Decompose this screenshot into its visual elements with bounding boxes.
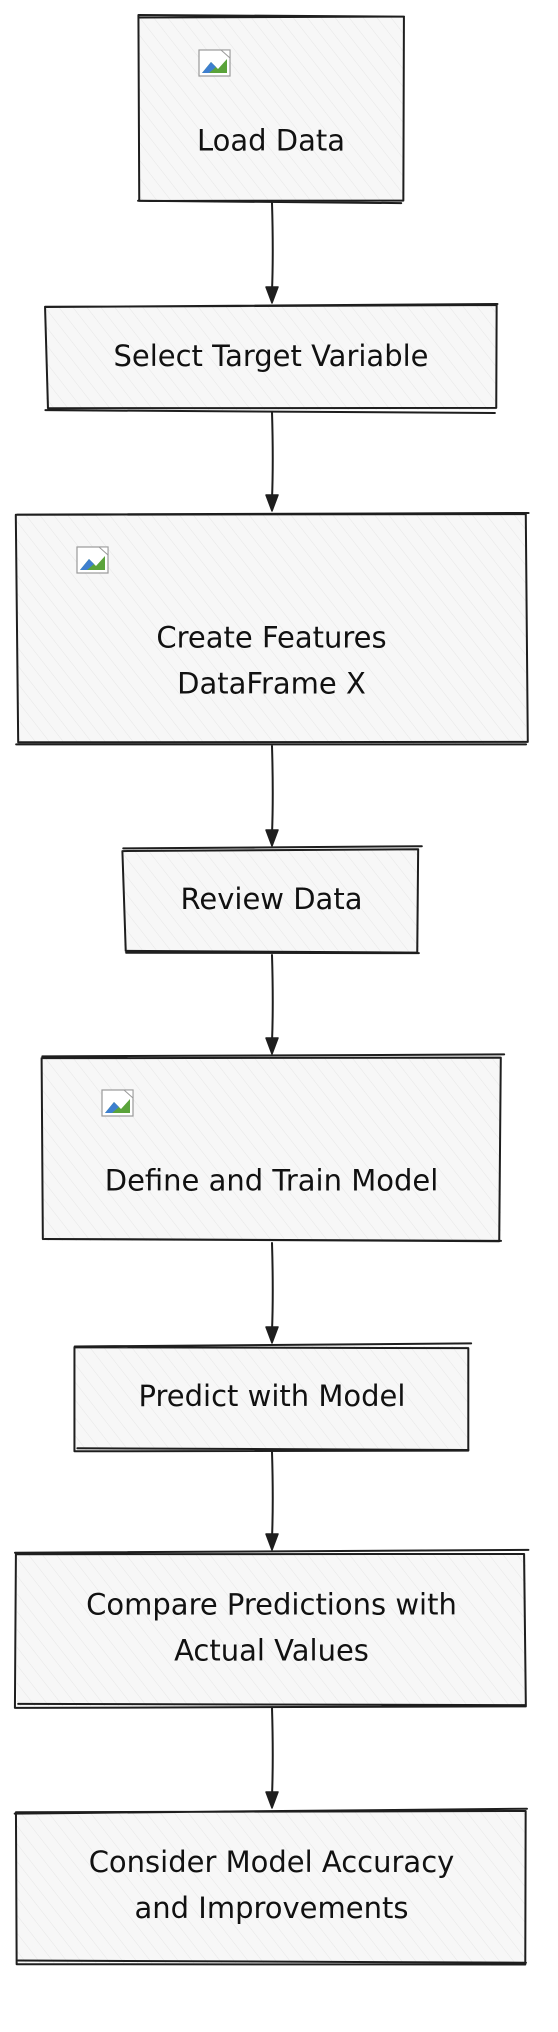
node-review-data: Review Data [121,845,423,955]
edge-line [271,954,274,1043]
edge-select-target-variable-to-create-features [265,411,279,512]
broken-image-icon [76,546,109,574]
node-hatch [124,849,419,953]
arrowhead-icon [265,1326,279,1344]
node-select-target-variable: Select Target Variable [44,302,499,414]
arrowhead-icon [265,286,279,304]
broken-image-icon [101,1089,134,1117]
arrowhead-icon [265,494,279,512]
node-label-line: Review Data [181,882,363,916]
node-label-line: Define and Train Model [105,1164,439,1198]
node-load-data: Load Data [137,13,406,205]
arrowhead-icon [265,1533,279,1551]
node-border [14,511,530,746]
node-define-train-model: Define and Train Model [40,1053,506,1243]
node-label-line: and Improvements [135,1891,409,1925]
edge-line [271,745,274,835]
node-label-line: Predict with Model [139,1379,406,1413]
node-border [121,845,423,955]
broken-image-icon [198,49,231,77]
node-predict-with-model: Predict with Model [73,1342,473,1453]
node-border [13,1548,530,1709]
node-label-line: Create Features [156,621,386,655]
edge-line [271,411,274,500]
edge-predict-with-model-to-compare-predictions [265,1451,279,1551]
edge-review-data-to-define-train-model [265,954,279,1055]
edge-line [271,202,274,292]
node-border [40,1053,506,1243]
arrowhead-icon [265,1791,279,1809]
node-border [73,1342,473,1453]
edge-line [271,1451,274,1539]
node-consider-accuracy: Consider Model Accuracy and Improvements [13,1807,528,1966]
node-border [44,302,499,414]
arrowhead-icon [265,829,279,847]
node-hatch [75,1346,469,1450]
node-label-line: DataFrame X [177,667,366,701]
node-label-line: Actual Values [174,1634,369,1668]
node-hatch [46,306,496,410]
edge-load-data-to-select-target-variable [265,202,279,304]
node-hatch [42,1057,501,1241]
node-label-line: Consider Model Accuracy [89,1845,455,1879]
node-border [13,1807,528,1966]
node-label-line: Load Data [197,124,345,158]
edge-line [271,1707,274,1797]
node-label-line: Select Target Variable [113,339,428,373]
node-hatch [17,1553,526,1706]
node-hatch [17,1811,526,1963]
edge-create-features-to-review-data [265,745,279,847]
edges-layer [265,202,279,1809]
node-label-line: Compare Predictions with [86,1588,457,1622]
arrowhead-icon [265,1037,279,1055]
node-border [137,13,406,205]
node-hatch [139,17,403,201]
edge-line [271,1242,274,1332]
edge-define-train-model-to-predict-with-model [265,1242,279,1344]
edge-compare-predictions-to-consider-accuracy [265,1707,279,1809]
